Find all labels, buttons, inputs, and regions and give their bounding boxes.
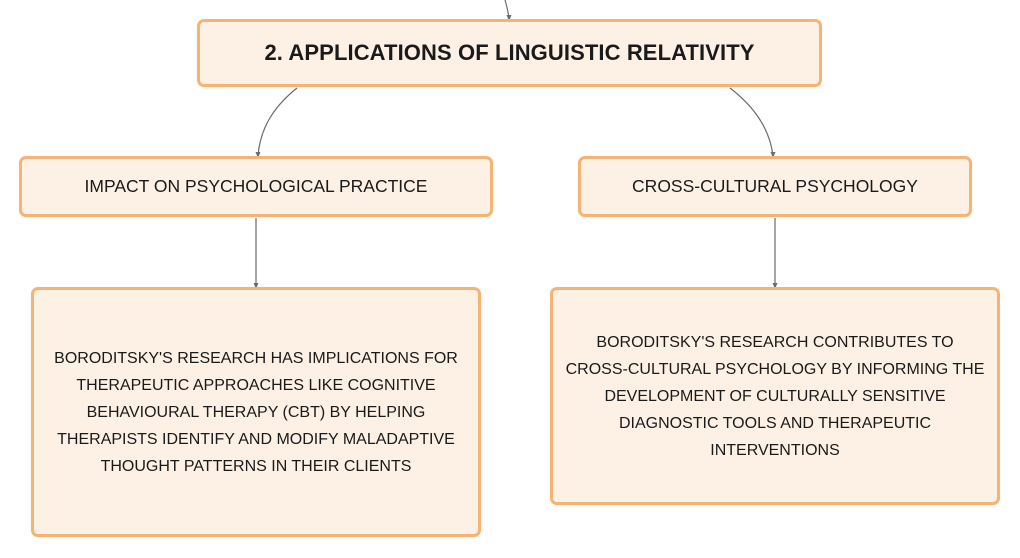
root-topic-title: 2. APPLICATIONS OF LINGUISTIC RELATIVITY — [264, 40, 755, 65]
branch-label-psychological-practice: IMPACT ON PSYCHOLOGICAL PRACTICE — [84, 176, 428, 196]
detail-text-psychological-practice: BORODITSKY'S RESEARCH HAS IMPLICATIONS F… — [54, 349, 458, 475]
connector-root-to-right-branch — [729, 87, 774, 157]
detail-text-cross-cultural-psychology: BORODITSKY'S RESEARCH CONTRIBUTES TO CRO… — [565, 333, 985, 459]
connector-from-parent — [504, 0, 510, 20]
branch-label-cross-cultural-psychology: CROSS-CULTURAL PSYCHOLOGY — [632, 176, 918, 196]
connector-root-to-left-branch — [257, 87, 298, 157]
branch-node-psychological-practice[interactable]: IMPACT ON PSYCHOLOGICAL PRACTICE — [19, 156, 493, 217]
branch-node-cross-cultural-psychology[interactable]: CROSS-CULTURAL PSYCHOLOGY — [578, 156, 972, 217]
detail-node-psychological-practice[interactable]: BORODITSKY'S RESEARCH HAS IMPLICATIONS F… — [31, 287, 481, 537]
detail-node-cross-cultural-psychology[interactable]: BORODITSKY'S RESEARCH CONTRIBUTES TO CRO… — [550, 287, 1000, 505]
root-topic-node[interactable]: 2. APPLICATIONS OF LINGUISTIC RELATIVITY — [197, 19, 822, 87]
